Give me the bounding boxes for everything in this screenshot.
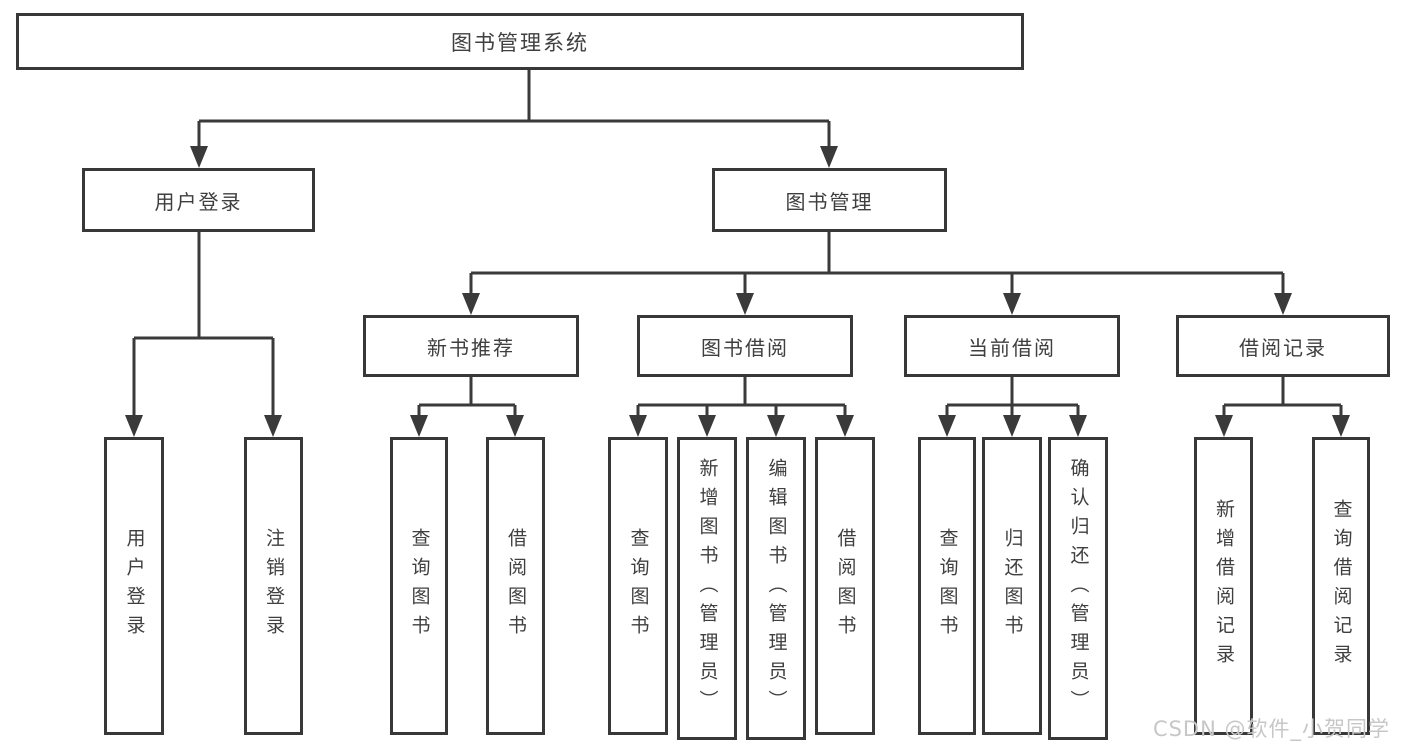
leaf-query-books-borrow: 查询图书 [608,437,668,735]
node-user-login-label: 用户登录 [154,189,243,214]
node-new-book-recommend-label: 新书推荐 [427,335,515,360]
node-root-label: 图书管理系统 [451,30,589,55]
leaf-query-borrow-record-label: 查询借阅记录 [1330,499,1353,673]
node-book-management: 图书管理 [712,168,947,232]
node-current-borrow-label: 当前借阅 [968,335,1056,360]
leaf-confirm-return-admin-label: 确认归还（管理员） [1067,458,1090,719]
leaf-borrow-books-recommend: 借阅图书 [486,437,545,735]
leaf-return-books: 归还图书 [982,437,1042,735]
node-borrow-records-label: 借阅记录 [1239,335,1327,360]
leaf-query-books-current-label: 查询图书 [936,528,959,644]
leaf-borrow-books-recommend-label: 借阅图书 [505,528,527,644]
leaf-edit-books-admin: 编辑图书（管理员） [746,437,806,740]
node-root: 图书管理系统 [16,13,1024,70]
node-borrow-records: 借阅记录 [1176,315,1390,377]
leaf-query-books-recommend: 查询图书 [390,437,448,735]
node-current-borrow: 当前借阅 [904,315,1120,377]
node-book-borrow: 图书借阅 [637,315,853,377]
leaf-add-books-admin: 新增图书（管理员） [677,437,737,740]
leaf-query-books-borrow-label: 查询图书 [627,528,650,644]
leaf-confirm-return-admin: 确认归还（管理员） [1048,437,1108,740]
leaf-user-login-label: 用户登录 [123,528,146,644]
csdn-watermark: CSDN @软件_小贺同学 [1152,717,1390,741]
leaf-query-books-current: 查询图书 [918,437,976,735]
leaf-add-borrow-record: 新增借阅记录 [1194,437,1253,735]
leaf-borrow-books: 借阅图书 [815,437,875,735]
leaf-edit-books-admin-label: 编辑图书（管理员） [765,458,788,719]
node-user-login: 用户登录 [82,168,315,232]
leaf-query-borrow-record: 查询借阅记录 [1312,437,1370,735]
leaf-query-books-recommend-label: 查询图书 [408,528,431,644]
node-book-borrow-label: 图书借阅 [701,335,789,360]
leaf-add-books-admin-label: 新增图书（管理员） [696,458,719,719]
node-book-management-label: 图书管理 [785,189,874,214]
node-new-book-recommend: 新书推荐 [363,315,579,377]
leaf-logout-label: 注销登录 [263,528,285,644]
leaf-add-borrow-record-label: 新增借阅记录 [1213,499,1235,673]
leaf-user-login: 用户登录 [104,437,164,735]
leaf-borrow-books-label: 借阅图书 [834,528,857,644]
leaf-return-books-label: 归还图书 [1001,528,1024,644]
leaf-logout: 注销登录 [244,437,303,735]
